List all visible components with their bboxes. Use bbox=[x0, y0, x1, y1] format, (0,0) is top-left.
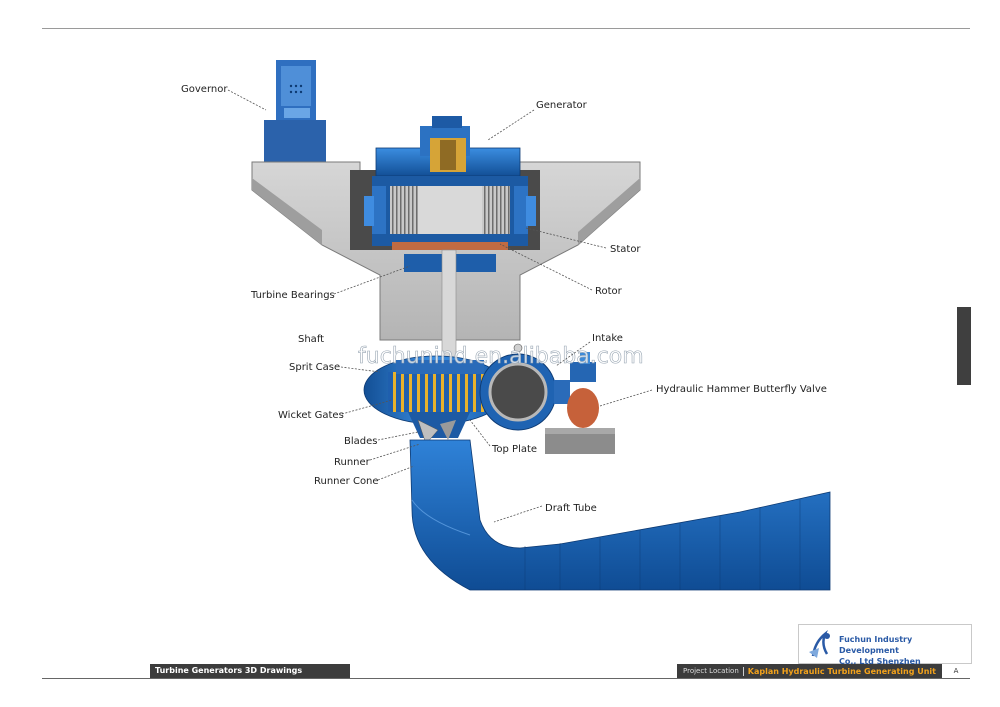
label-runner-cone: Runner Cone bbox=[314, 465, 415, 487]
svg-text:Shaft: Shaft bbox=[298, 334, 324, 345]
label-stator: Stator bbox=[525, 227, 641, 255]
label-rotor: Rotor bbox=[499, 243, 623, 297]
svg-text:Top Plate: Top Plate bbox=[491, 444, 537, 455]
svg-text:Blades: Blades bbox=[344, 436, 377, 447]
svg-text:Wicket Gates: Wicket Gates bbox=[278, 410, 344, 421]
svg-text:Draft Tube: Draft Tube bbox=[545, 503, 597, 514]
svg-text:Hydraulic Hammer Butterfly Val: Hydraulic Hammer Butterfly Valve bbox=[656, 384, 827, 395]
footer-bar: Turbine Generators 3D Drawings Project L… bbox=[42, 664, 970, 679]
governor-cabinet bbox=[264, 60, 326, 165]
svg-text:Generator: Generator bbox=[536, 100, 588, 111]
footer-rule bbox=[42, 678, 970, 679]
label-draft-tube: Draft Tube bbox=[493, 503, 597, 523]
label-blades: Blades bbox=[344, 431, 419, 447]
footer-separator bbox=[742, 666, 744, 676]
footer-title: Turbine Generators 3D Drawings bbox=[150, 664, 350, 678]
generator bbox=[364, 116, 536, 272]
footer-project-name: Kaplan Hydraulic Turbine Generating Unit bbox=[747, 666, 936, 676]
label-intake: Intake bbox=[555, 333, 623, 367]
label-runner: Runner bbox=[334, 443, 421, 468]
svg-text:Runner: Runner bbox=[334, 457, 371, 468]
watermark: fuchunind.en.alibaba.com bbox=[358, 344, 644, 369]
svg-text:Sprit Case: Sprit Case bbox=[289, 362, 340, 373]
label-wicket-gates: Wicket Gates bbox=[278, 399, 393, 421]
draft-tube bbox=[409, 439, 831, 591]
footer-project-box: Project Location Kaplan Hydraulic Turbin… bbox=[677, 664, 942, 678]
intake-valve-ring bbox=[479, 343, 570, 431]
svg-text:Intake: Intake bbox=[592, 333, 623, 344]
company-box: Fuchun Industry Development Co., Ltd She… bbox=[798, 624, 972, 666]
svg-text:Rotor: Rotor bbox=[595, 286, 623, 297]
company-name: Fuchun Industry Development Co., Ltd She… bbox=[839, 635, 921, 666]
footer-location: Project Location bbox=[683, 667, 739, 675]
svg-text:Stator: Stator bbox=[610, 244, 641, 255]
label-hydraulic-valve: Hydraulic Hammer Butterfly Valve bbox=[599, 384, 827, 407]
turbine bbox=[363, 355, 509, 445]
label-sprit-case: Sprit Case bbox=[289, 362, 381, 373]
footer-page-number: A bbox=[953, 667, 959, 675]
page-edge-marker bbox=[957, 307, 971, 385]
svg-text:Turbine Bearings: Turbine Bearings bbox=[250, 290, 335, 301]
label-turbine-bearings: Turbine Bearings bbox=[250, 265, 411, 301]
svg-text:Governor: Governor bbox=[181, 84, 228, 95]
label-shaft: Shaft bbox=[298, 334, 324, 345]
label-governor: Governor bbox=[181, 84, 267, 111]
label-generator: Generator bbox=[487, 100, 588, 141]
hydraulic-valve bbox=[545, 352, 615, 454]
svg-text:Runner Cone: Runner Cone bbox=[314, 476, 379, 487]
company-logo-icon bbox=[809, 630, 830, 658]
label-top-plate: Top Plate bbox=[469, 419, 537, 455]
top-rule bbox=[42, 28, 970, 29]
